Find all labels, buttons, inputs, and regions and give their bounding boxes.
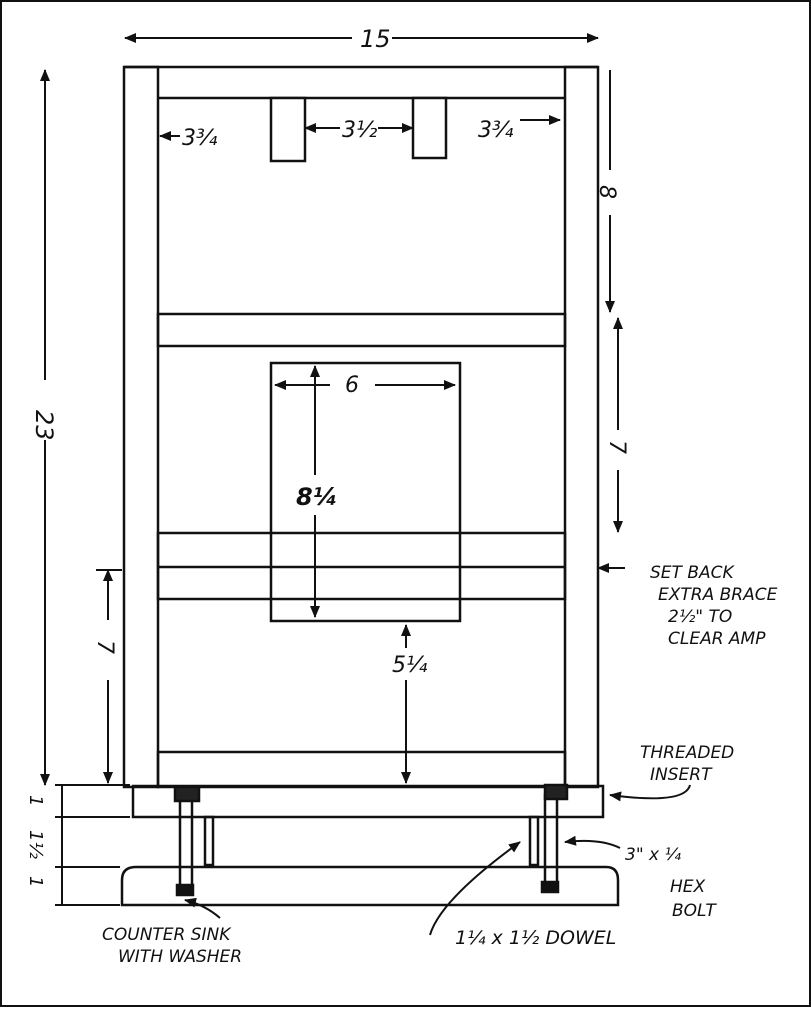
label-overall-height: 23 bbox=[30, 410, 58, 441]
note-set-back-3: 2½" TO bbox=[668, 607, 732, 627]
dimension-lines bbox=[40, 33, 691, 936]
notes: SET BACK EXTRA BRACE 2½" TO CLEAR AMP TH… bbox=[102, 563, 778, 967]
label-middle-gap: 3½ bbox=[342, 118, 377, 143]
countersink-right bbox=[540, 880, 560, 894]
foot bbox=[120, 865, 620, 907]
middle-brace bbox=[156, 312, 567, 348]
note-threaded-1: THREADED bbox=[640, 743, 734, 763]
leader-countersink bbox=[184, 897, 221, 919]
label-window-width: 6 bbox=[345, 373, 359, 398]
label-lower-gap: 5¼ bbox=[392, 653, 428, 678]
insert-right bbox=[543, 783, 569, 801]
window-opening bbox=[269, 361, 462, 623]
note-countersink-1: COUNTER SINK bbox=[102, 925, 232, 945]
note-set-back-4: CLEAR AMP bbox=[668, 629, 766, 649]
dimension-labels: 15 23 3¾ 3½ 3¾ 8 7 6 8¼ 7 5¼ 1 1½ 1 bbox=[25, 25, 629, 887]
note-countersink-2: WITH WASHER bbox=[118, 947, 242, 967]
note-bolt-3: BOLT bbox=[672, 901, 717, 921]
insert-left bbox=[173, 785, 201, 803]
label-bolt-gap: 1½ bbox=[25, 830, 46, 859]
label-foot: 1 bbox=[25, 876, 46, 887]
label-upper-bay: 8 bbox=[594, 185, 619, 199]
label-window-height: 8¼ bbox=[296, 483, 338, 511]
note-threaded-2: INSERT bbox=[650, 765, 713, 785]
note-bolt-1: 3" x ¼ bbox=[625, 845, 682, 865]
left-dowel bbox=[203, 815, 215, 867]
slot-right bbox=[411, 96, 448, 160]
label-middle-bay: 7 bbox=[604, 440, 629, 454]
leader-threaded bbox=[609, 784, 691, 802]
slot-left bbox=[269, 96, 307, 163]
countersink-left bbox=[175, 883, 195, 897]
label-base-rail: 1 bbox=[25, 795, 46, 806]
label-left-gap: 3¾ bbox=[182, 126, 218, 151]
right-dowel bbox=[528, 815, 540, 867]
leader-dowel bbox=[429, 841, 521, 936]
leader-bolt bbox=[564, 835, 621, 849]
label-right-gap: 3¾ bbox=[478, 118, 514, 143]
note-set-back-1: SET BACK bbox=[650, 563, 735, 583]
note-dowel: 1¼ x 1½ DOWEL bbox=[455, 927, 616, 949]
note-set-back-2: EXTRA BRACE bbox=[658, 585, 778, 605]
base-board bbox=[131, 784, 605, 819]
note-bolt-2: HEX bbox=[670, 877, 706, 897]
label-lower-bay: 7 bbox=[92, 640, 117, 654]
label-overall-width: 15 bbox=[360, 25, 391, 53]
frame bbox=[120, 65, 620, 907]
